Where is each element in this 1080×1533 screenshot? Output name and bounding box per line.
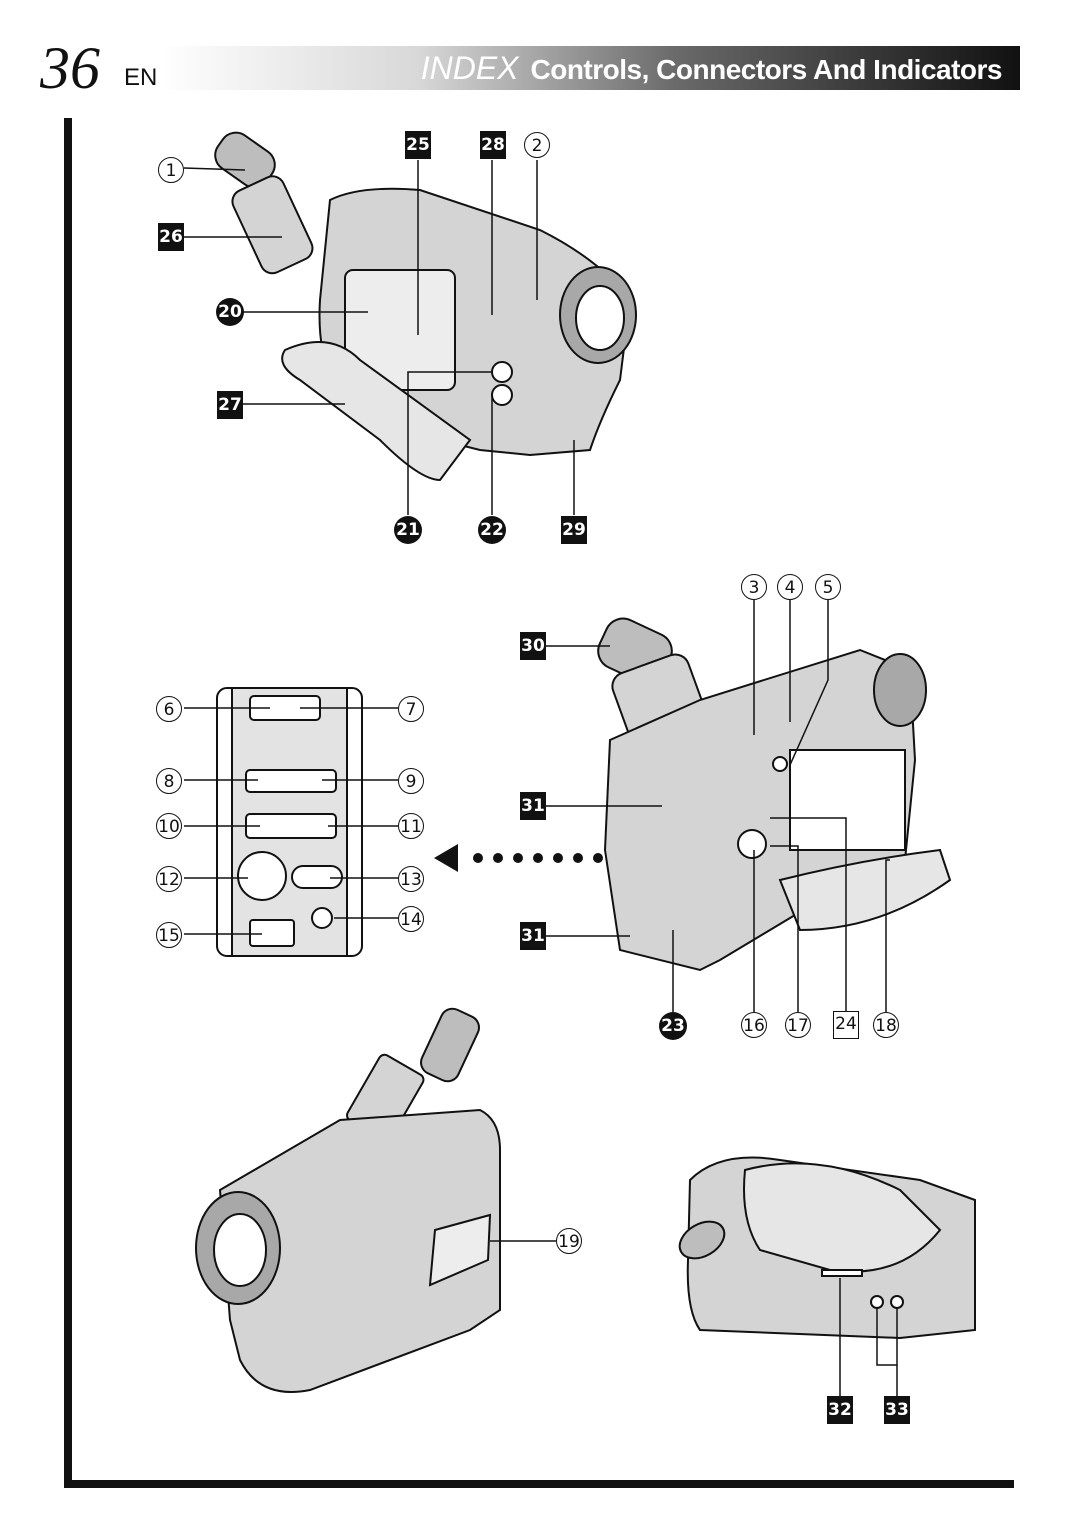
- callout-33: 33: [884, 1396, 910, 1424]
- camcorder-left-side-view: [214, 131, 637, 482]
- callout-28: 28: [480, 131, 506, 159]
- header-section: INDEX: [420, 50, 519, 86]
- bottom-rule: [64, 1480, 1014, 1488]
- callout-2: 2: [524, 132, 550, 158]
- callout-11: 11: [398, 813, 424, 839]
- callout-14: 14: [398, 906, 424, 932]
- control-panel: [216, 687, 363, 957]
- callout-17: 17: [785, 1012, 811, 1038]
- callout-25: 25: [405, 131, 431, 159]
- left-rule: [64, 118, 72, 1488]
- callout-29: 29: [561, 516, 587, 544]
- leader-lines-top: [183, 160, 575, 515]
- callout-7: 7: [398, 696, 424, 722]
- callout-30: 30: [520, 632, 546, 660]
- callout-32: 32: [827, 1396, 853, 1424]
- callout-3: 3: [741, 574, 767, 600]
- page-language: EN: [124, 64, 158, 91]
- header-bar: INDEX Controls, Connectors And Indicators: [160, 46, 1020, 90]
- callout-16: 16: [741, 1012, 767, 1038]
- header-subtitle: Controls, Connectors And Indicators: [530, 54, 1003, 85]
- callout-27: 27: [217, 391, 243, 419]
- callout-9: 9: [398, 768, 424, 794]
- callout-12: 12: [156, 866, 182, 892]
- camcorder-rear-view: [597, 617, 952, 972]
- camcorder-bottom-view: [678, 1156, 976, 1340]
- callout-19: 19: [556, 1228, 582, 1254]
- callout-31-upper: 31: [520, 792, 546, 820]
- callout-13: 13: [398, 866, 424, 892]
- callout-31-lower: 31: [520, 922, 546, 950]
- leader-lines-bottom: [839, 1278, 898, 1396]
- callout-26: 26: [158, 223, 184, 251]
- callout-10: 10: [156, 813, 182, 839]
- camcorder-front-view: [195, 1007, 501, 1393]
- leader-lines-panel: [184, 707, 398, 935]
- callout-24: 24: [833, 1011, 859, 1039]
- callout-23: 23: [659, 1012, 687, 1040]
- callout-18: 18: [873, 1012, 899, 1038]
- callout-6: 6: [156, 696, 182, 722]
- callout-5: 5: [815, 574, 841, 600]
- callout-4: 4: [777, 574, 803, 600]
- callout-15: 15: [156, 922, 182, 948]
- callout-22: 22: [478, 516, 506, 544]
- callout-21: 21: [394, 516, 422, 544]
- page-number: 36: [40, 35, 100, 101]
- callout-20: 20: [216, 298, 244, 326]
- callout-1: 1: [158, 157, 184, 183]
- leader-lines-rear: [546, 600, 890, 1012]
- callout-8: 8: [156, 768, 182, 794]
- header-title: INDEX Controls, Connectors And Indicators: [420, 50, 1003, 87]
